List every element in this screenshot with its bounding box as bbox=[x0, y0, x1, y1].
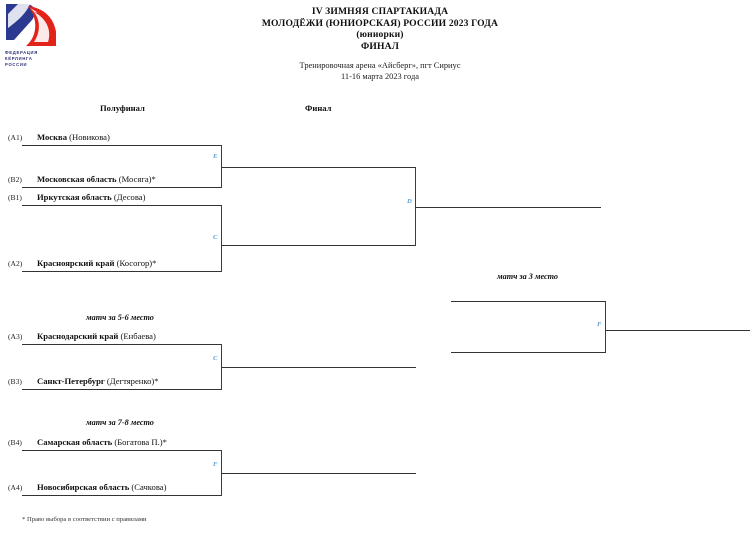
logo-line-1: ФЕДЕРАЦИЯ bbox=[5, 50, 38, 55]
team-name: Самарская область (Богатова П.)* bbox=[37, 437, 167, 447]
caption-match-7-8: матч за 7-8 место bbox=[86, 418, 154, 427]
caption-match-5-6: матч за 5-6 место bbox=[86, 313, 154, 322]
curling-federation-emblem-icon bbox=[6, 4, 56, 46]
final-line-bottom bbox=[221, 245, 416, 247]
team-name: Красноярский край (Косогор)* bbox=[37, 258, 156, 268]
footnote-choice-rule: * Право выбора в соответствии с правилам… bbox=[22, 516, 147, 523]
title-line-3: (юниорки) bbox=[356, 29, 404, 41]
venue-name: Тренировочная арена «Айсберг», пгт Сириу… bbox=[299, 61, 461, 70]
match-letter-c-5-6: C bbox=[213, 355, 218, 362]
team-choice-mark: * bbox=[152, 258, 157, 268]
event-venue-info: Тренировочная арена «Айсберг», пгт Сириу… bbox=[150, 60, 610, 82]
team-region: Новосибирская область bbox=[37, 482, 130, 492]
bracket-connector-c bbox=[221, 205, 223, 272]
logo-line-3: РОССИИ bbox=[5, 62, 28, 67]
team-choice-mark: * bbox=[162, 437, 167, 447]
team-name: Краснодарский край (Енбаева) bbox=[37, 331, 156, 341]
bracket-line-bottom-a4 bbox=[22, 495, 222, 497]
team-region: Красноярский край bbox=[37, 258, 115, 268]
team-choice-mark: * bbox=[151, 174, 156, 184]
team-skip: (Мосягa) bbox=[118, 174, 152, 184]
team-skip: (Сачкова) bbox=[131, 482, 167, 492]
team-name: Москва (Новикова) bbox=[37, 132, 110, 142]
federation-logo: ФЕДЕРАЦИЯ КЁРЛИНГА РОССИИ bbox=[4, 2, 66, 72]
final-connector-d bbox=[415, 167, 417, 246]
title-line-4: ФИНАЛ bbox=[361, 40, 399, 52]
match-7-8-winner-line bbox=[221, 473, 416, 475]
match-letter-f-7-8: F bbox=[213, 461, 218, 468]
team-region: Иркутская область bbox=[37, 192, 112, 202]
team-skip: (Дегтяренко) bbox=[106, 376, 155, 386]
bracket-connector-e bbox=[221, 145, 223, 188]
team-seed: (A2) bbox=[8, 259, 23, 268]
team-region: Москва bbox=[37, 132, 67, 142]
team-seed: (A4) bbox=[8, 483, 23, 492]
caption-match-3rd-place: матч за 3 место bbox=[497, 272, 559, 281]
team-region: Санкт-Петербург bbox=[37, 376, 105, 386]
team-choice-mark: * bbox=[154, 376, 159, 386]
team-seed: (A3) bbox=[8, 332, 23, 341]
team-region: Московская область bbox=[37, 174, 117, 184]
bracket-line-top-a1 bbox=[22, 145, 222, 147]
match-5-6-winner-line bbox=[221, 367, 416, 369]
bracket-line-bottom-b2 bbox=[22, 187, 222, 189]
team-skip: (Десова) bbox=[113, 192, 146, 202]
third-place-connector-f bbox=[605, 301, 607, 353]
team-name: Иркутская область (Десова) bbox=[37, 192, 145, 202]
match-letter-e: E bbox=[213, 153, 218, 160]
third-place-winner-line bbox=[605, 330, 750, 332]
final-line-top bbox=[221, 167, 416, 169]
match-letter-f-third: F bbox=[597, 321, 602, 328]
team-seed: (A1) bbox=[8, 133, 23, 142]
team-seed: (B4) bbox=[8, 438, 22, 447]
bracket-line-bottom-a2 bbox=[22, 271, 222, 273]
team-name: Московская область (Мосягa)* bbox=[37, 174, 156, 184]
logo-line-2: КЁРЛИНГА bbox=[5, 56, 33, 61]
final-winner-line bbox=[415, 207, 601, 209]
team-seed: (B1) bbox=[8, 193, 22, 202]
team-seed: (B3) bbox=[8, 377, 22, 386]
event-title: IV ЗИМНЯЯ СПАРТАКИАДА МОЛОДЁЖИ (ЮНИОРСКА… bbox=[150, 6, 610, 52]
team-skip: (Енбаева) bbox=[120, 331, 156, 341]
third-place-line-top bbox=[451, 301, 606, 303]
bracket-line-top-b4 bbox=[22, 450, 222, 452]
event-dates: 11-16 марта 2023 года bbox=[341, 72, 419, 81]
federation-logo-text: ФЕДЕРАЦИЯ КЁРЛИНГА РОССИИ bbox=[5, 50, 65, 68]
team-skip: (Косогор) bbox=[116, 258, 153, 268]
team-region: Самарская область bbox=[37, 437, 113, 447]
team-skip: (Богатова П.) bbox=[114, 437, 163, 447]
team-name: Новосибирская область (Сачкова) bbox=[37, 482, 166, 492]
team-seed: (B2) bbox=[8, 175, 22, 184]
title-line-1: IV ЗИМНЯЯ СПАРТАКИАДА bbox=[311, 6, 449, 17]
third-place-line-bottom bbox=[451, 352, 606, 354]
team-region: Краснодарский край bbox=[37, 331, 119, 341]
round-header-final: Финал bbox=[305, 103, 332, 113]
title-line-2: МОЛОДЁЖИ (ЮНИОРСКАЯ) РОССИИ 2023 ГОДА bbox=[261, 17, 499, 29]
team-skip: (Новикова) bbox=[69, 132, 110, 142]
round-header-semifinal: Полуфинал bbox=[100, 103, 145, 113]
match-letter-d: D bbox=[407, 198, 412, 205]
bracket-line-bottom-b3 bbox=[22, 389, 222, 391]
bracket-line-top-a3 bbox=[22, 344, 222, 346]
match-letter-c: C bbox=[213, 234, 218, 241]
team-name: Санкт-Петербург (Дегтяренко)* bbox=[37, 376, 159, 386]
bracket-line-top-b1 bbox=[22, 205, 222, 207]
